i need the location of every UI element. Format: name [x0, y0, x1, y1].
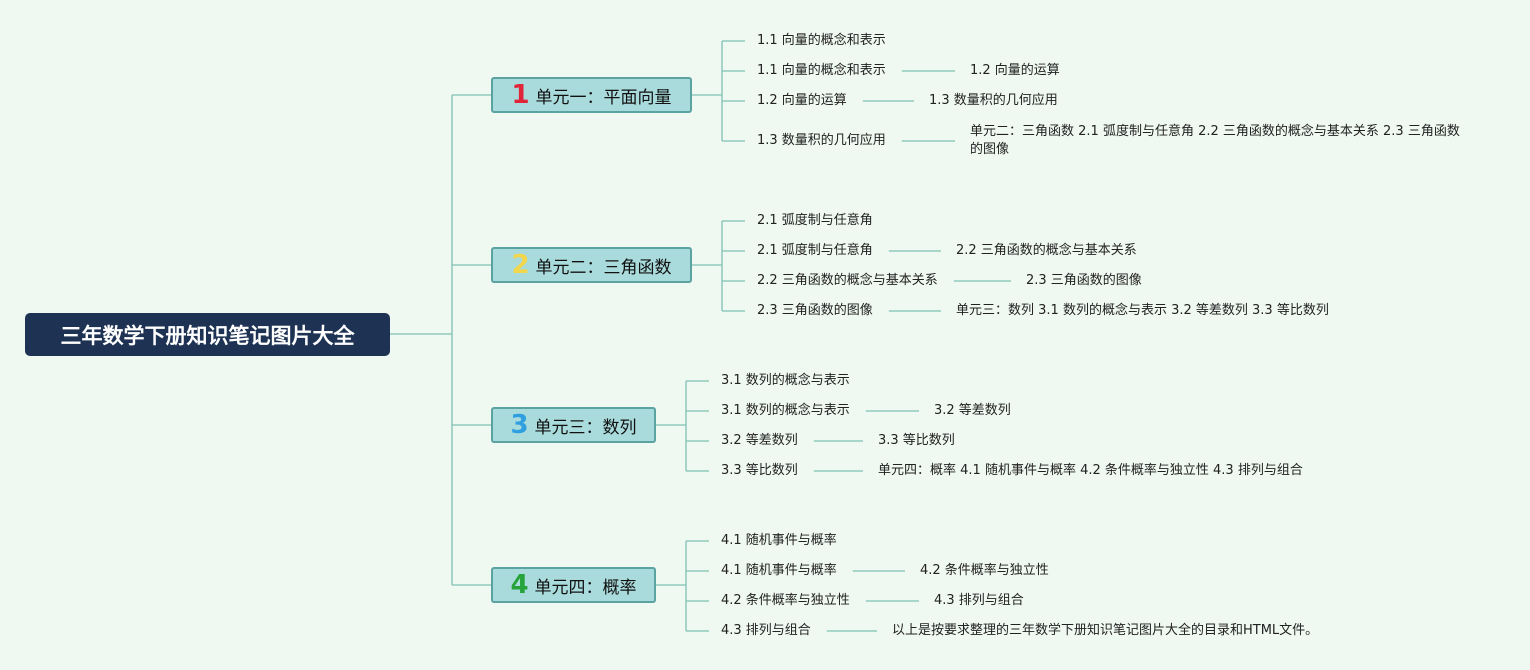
topic-1-4[interactable]: 1.3 数量积的几何应用 [757, 133, 886, 148]
topic-4-2[interactable]: 4.1 随机事件与概率 [721, 563, 837, 578]
topic-3-3[interactable]: 3.2 等差数列 [721, 433, 798, 448]
topic-1-1[interactable]: 1.1 向量的概念和表示 [757, 33, 886, 48]
topic-2-3[interactable]: 2.2 三角函数的概念与基本关系 [757, 273, 938, 288]
unit-number-4: 4 [510, 570, 529, 600]
topic-1-3[interactable]: 1.2 向量的运算 [757, 93, 847, 108]
subtopic-4-3[interactable]: 4.3 排列与组合 [934, 593, 1024, 608]
topic-2-2[interactable]: 2.1 弧度制与任意角 [757, 243, 873, 258]
topic-3-2[interactable]: 3.1 数列的概念与表示 [721, 403, 850, 418]
subtopic-1-4[interactable]: 单元二：三角函数 2.1 弧度制与任意角 2.2 三角函数的概念与基本关系 2.… [970, 124, 1460, 157]
subtopic-3-4[interactable]: 单元四：概率 4.1 随机事件与概率 4.2 条件概率与独立性 4.3 排列与组… [878, 463, 1303, 478]
subtopic-1-3[interactable]: 1.3 数量积的几何应用 [929, 93, 1058, 108]
topic-1-2[interactable]: 1.1 向量的概念和表示 [757, 63, 886, 78]
topic-2-4[interactable]: 2.3 三角函数的图像 [757, 303, 873, 318]
subtopic-2-2[interactable]: 2.2 三角函数的概念与基本关系 [956, 243, 1137, 258]
topic-2-1[interactable]: 2.1 弧度制与任意角 [757, 213, 873, 228]
unit-label-2: 单元二：三角函数 [535, 257, 672, 278]
unit-label-3: 单元三：数列 [534, 417, 637, 438]
unit-number-1: 1 [511, 80, 530, 110]
root-node[interactable]: 三年数学下册知识笔记图片大全 [25, 313, 390, 356]
topic-3-4[interactable]: 3.3 等比数列 [721, 463, 798, 478]
unit-number-3: 3 [510, 410, 529, 440]
topic-4-1[interactable]: 4.1 随机事件与概率 [721, 533, 837, 548]
subtopic-4-2[interactable]: 4.2 条件概率与独立性 [920, 563, 1049, 578]
subtopic-3-2[interactable]: 3.2 等差数列 [934, 403, 1011, 418]
subtopic-2-3[interactable]: 2.3 三角函数的图像 [1026, 273, 1142, 288]
topic-3-1[interactable]: 3.1 数列的概念与表示 [721, 373, 850, 388]
topic-4-4[interactable]: 4.3 排列与组合 [721, 623, 811, 638]
subtopic-4-4[interactable]: 以上是按要求整理的三年数学下册知识笔记图片大全的目录和HTML文件。 [892, 623, 1319, 638]
unit-label-4: 单元四：概率 [534, 577, 637, 598]
topic-4-3[interactable]: 4.2 条件概率与独立性 [721, 593, 850, 608]
subtopic-3-3[interactable]: 3.3 等比数列 [878, 433, 955, 448]
subtopic-1-2[interactable]: 1.2 向量的运算 [970, 63, 1060, 78]
subtopic-2-4[interactable]: 单元三：数列 3.1 数列的概念与表示 3.2 等差数列 3.3 等比数列 [956, 303, 1329, 318]
unit-label-1: 单元一：平面向量 [535, 87, 672, 108]
unit-number-2: 2 [511, 250, 530, 280]
